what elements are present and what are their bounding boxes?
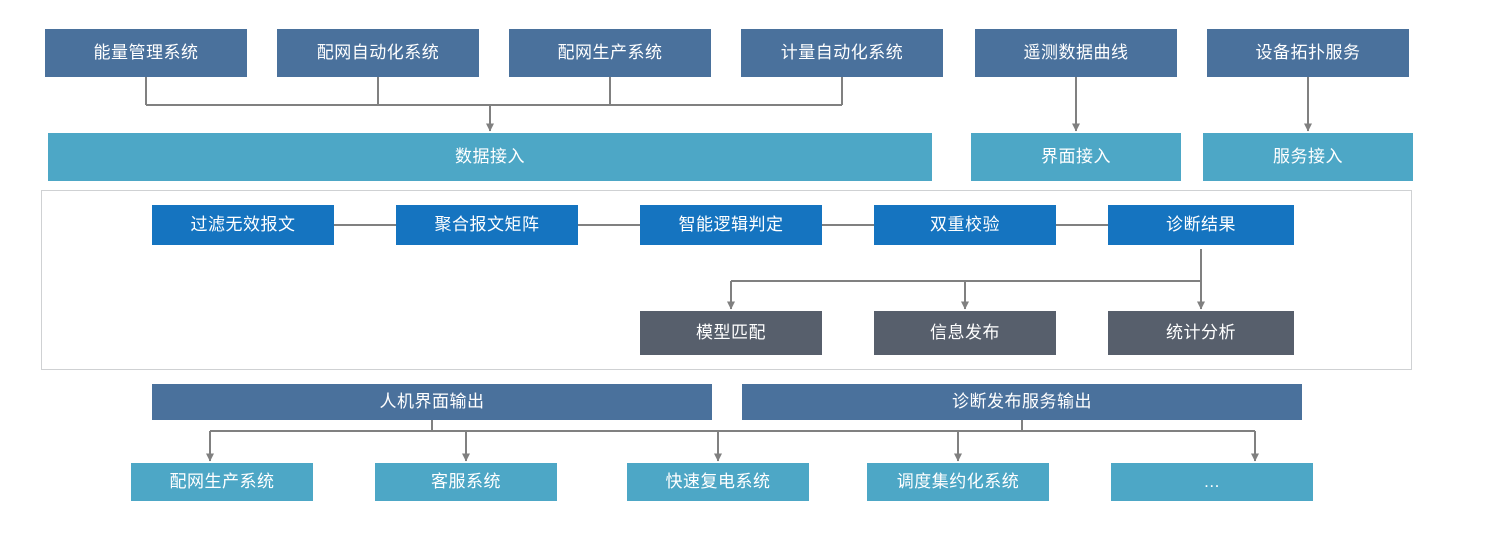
- consumer-node-dispatch-centralization[interactable]: 调度集约化系统: [867, 463, 1049, 501]
- result-node-information-publishing[interactable]: 信息发布: [874, 311, 1056, 355]
- process-node-intelligent-logic-decision[interactable]: 智能逻辑判定: [640, 205, 822, 245]
- source-node-telemetry-curve[interactable]: 遥测数据曲线: [975, 29, 1177, 77]
- process-node-diagnosis-result[interactable]: 诊断结果: [1108, 205, 1294, 245]
- output-bar-diagnosis-publishing-service[interactable]: 诊断发布服务输出: [742, 384, 1302, 420]
- source-node-metering-automation[interactable]: 计量自动化系统: [741, 29, 943, 77]
- access-bar-ui[interactable]: 界面接入: [971, 133, 1181, 181]
- process-node-double-verification[interactable]: 双重校验: [874, 205, 1056, 245]
- result-node-model-matching[interactable]: 模型匹配: [640, 311, 822, 355]
- wire-outputs-to-consumers: [206, 420, 1259, 462]
- source-node-distribution-automation[interactable]: 配网自动化系统: [277, 29, 479, 77]
- source-node-device-topology-service[interactable]: 设备拓扑服务: [1207, 29, 1409, 77]
- result-node-statistical-analysis[interactable]: 统计分析: [1108, 311, 1294, 355]
- consumer-node-customer-service[interactable]: 客服系统: [375, 463, 557, 501]
- processing-panel: [41, 190, 1412, 370]
- source-node-distribution-production[interactable]: 配网生产系统: [509, 29, 711, 77]
- output-bar-human-machine-interface[interactable]: 人机界面输出: [152, 384, 712, 420]
- consumer-node-distribution-production[interactable]: 配网生产系统: [131, 463, 313, 501]
- consumer-node-more[interactable]: ...: [1111, 463, 1313, 501]
- source-node-energy-management[interactable]: 能量管理系统: [45, 29, 247, 77]
- consumer-node-fast-restoration[interactable]: 快速复电系统: [627, 463, 809, 501]
- process-node-filter-invalid-messages[interactable]: 过滤无效报文: [152, 205, 334, 245]
- wire-sources-to-data-access: [145, 77, 843, 132]
- access-bar-service[interactable]: 服务接入: [1203, 133, 1413, 181]
- process-node-aggregate-message-matrix[interactable]: 聚合报文矩阵: [396, 205, 578, 245]
- access-bar-data[interactable]: 数据接入: [48, 133, 932, 181]
